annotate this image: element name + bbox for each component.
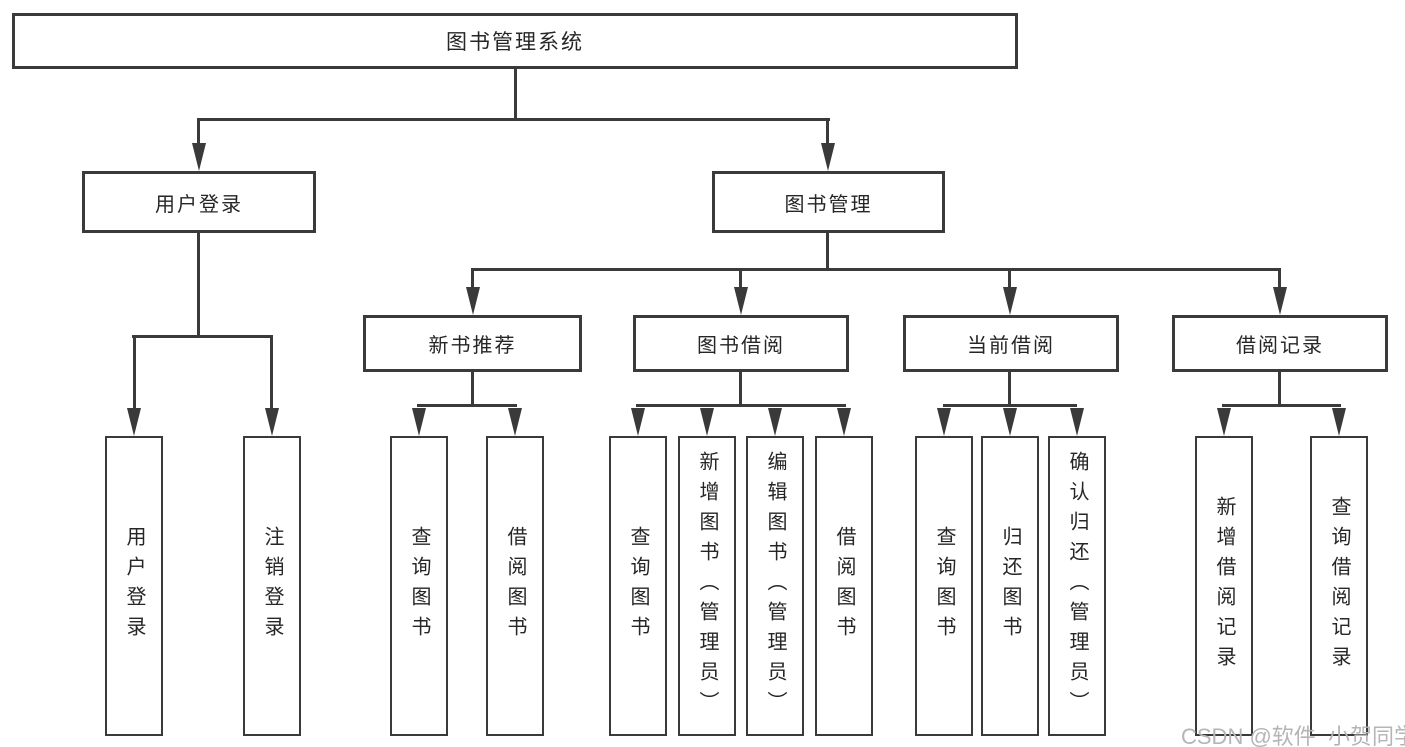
node-book-management: 图书管理 <box>712 171 945 233</box>
node-new-book-recommend: 新书推荐 <box>363 315 582 372</box>
leaf-confirm-return-admin: 确认归还（管理员） <box>1048 436 1106 736</box>
connector-segment <box>826 233 829 271</box>
node-label: 图书管理系统 <box>446 31 584 54</box>
connector-arrowhead <box>412 408 426 436</box>
leaf-edit-book-admin: 编辑图书（管理员） <box>746 436 804 736</box>
leaf-add-book-admin: 新增图书（管理员） <box>678 436 736 736</box>
connector-segment <box>514 69 517 120</box>
leaf-label: 借阅图书 <box>504 526 526 646</box>
leaf-label: 归还图书 <box>999 526 1021 646</box>
leaf-borrow-book: 借阅图书 <box>815 436 873 736</box>
connector-arrowhead <box>1003 408 1017 436</box>
connector-segment <box>636 404 846 407</box>
connector-segment <box>1278 268 1281 290</box>
connector-segment <box>197 118 200 148</box>
connector-segment <box>1278 372 1281 407</box>
connector-arrowhead <box>127 408 141 436</box>
connector-arrowhead <box>1332 408 1346 436</box>
connector-arrowhead <box>768 408 782 436</box>
leaf-label: 查询图书 <box>627 526 649 646</box>
connector-arrowhead <box>508 408 522 436</box>
connector-arrowhead <box>1273 287 1287 315</box>
connector-arrowhead <box>821 143 835 171</box>
leaf-label: 编辑图书（管理员） <box>764 451 786 721</box>
connector-segment <box>1222 404 1341 407</box>
connector-segment <box>943 404 1077 407</box>
leaf-user-login: 用户登录 <box>105 436 163 736</box>
leaf-label: 确认归还（管理员） <box>1066 451 1088 721</box>
connector-segment <box>471 372 474 407</box>
leaf-label: 新增图书（管理员） <box>696 451 718 721</box>
connector-arrowhead <box>192 143 206 171</box>
node-borrowing-records: 借阅记录 <box>1172 315 1388 372</box>
node-book-borrowing: 图书借阅 <box>633 315 849 372</box>
leaf-label: 查询图书 <box>933 526 955 646</box>
node-user-login: 用户登录 <box>82 171 316 233</box>
connector-arrowhead <box>937 408 951 436</box>
leaf-query-book-current: 查询图书 <box>915 436 973 736</box>
connector-segment <box>197 118 830 121</box>
connector-segment <box>826 118 829 148</box>
leaf-label: 查询图书 <box>408 526 430 646</box>
leaf-label: 用户登录 <box>123 526 145 646</box>
leaf-return-book: 归还图书 <box>981 436 1039 736</box>
leaf-label: 注销登录 <box>261 526 283 646</box>
leaf-label: 新增借阅记录 <box>1213 496 1235 676</box>
connector-arrowhead <box>700 408 714 436</box>
node-label: 图书借阅 <box>697 335 785 357</box>
connector-arrowhead <box>837 408 851 436</box>
csdn-watermark: CSDN @软件_小贺同学 <box>1181 724 1405 747</box>
node-label: 借阅记录 <box>1236 335 1324 357</box>
node-label: 用户登录 <box>155 193 243 216</box>
connector-arrowhead <box>1070 408 1084 436</box>
connector-segment <box>471 268 474 290</box>
connector-segment <box>1008 372 1011 407</box>
node-current-borrowing: 当前借阅 <box>903 315 1119 372</box>
connector-arrowhead <box>734 287 748 315</box>
node-root-library-management-system: 图书管理系统 <box>12 13 1018 69</box>
connector-arrowhead <box>466 287 480 315</box>
leaf-label: 借阅图书 <box>833 526 855 646</box>
connector-segment <box>270 335 273 412</box>
node-label: 新书推荐 <box>428 335 517 357</box>
leaf-label: 查询借阅记录 <box>1328 496 1350 676</box>
node-label: 图书管理 <box>784 193 873 216</box>
connector-segment <box>739 372 742 407</box>
connector-segment <box>739 268 742 290</box>
connector-segment <box>1008 268 1011 290</box>
leaf-query-borrow-record: 查询借阅记录 <box>1310 436 1368 736</box>
connector-segment <box>471 268 1281 271</box>
node-label: 当前借阅 <box>967 335 1055 357</box>
leaf-logout: 注销登录 <box>243 436 301 736</box>
connector-arrowhead <box>1217 408 1231 436</box>
connector-segment <box>132 335 273 338</box>
leaf-query-book-recommend: 查询图书 <box>390 436 448 736</box>
connector-segment <box>417 404 517 407</box>
connector-arrowhead <box>631 408 645 436</box>
leaf-query-book-borrow: 查询图书 <box>609 436 667 736</box>
connector-arrowhead <box>1003 287 1017 315</box>
leaf-borrow-book-recommend: 借阅图书 <box>486 436 544 736</box>
leaf-add-borrow-record: 新增借阅记录 <box>1195 436 1253 736</box>
connector-segment <box>133 335 136 412</box>
connector-segment <box>197 232 200 337</box>
connector-arrowhead <box>265 408 279 436</box>
